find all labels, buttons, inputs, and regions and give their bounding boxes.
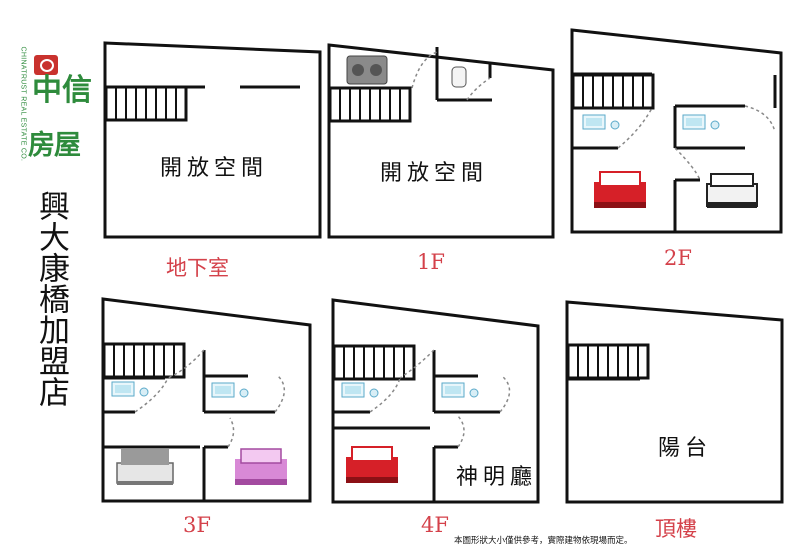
room-label: 開放空間 xyxy=(380,161,488,186)
toilet-icon xyxy=(451,66,467,88)
bed-icon xyxy=(234,448,288,486)
floor-label-basement: 地下室 xyxy=(166,256,229,280)
bed-icon xyxy=(706,173,758,209)
disclaimer: 本圖形狀大小僅供參考，實際建物依現場而定。 xyxy=(454,536,633,546)
bed-icon xyxy=(593,171,647,209)
floorplan-4f xyxy=(331,298,540,504)
floorplan-basement xyxy=(103,41,322,239)
floor-label-1f: 1F xyxy=(417,250,445,274)
store-name: 興大康橋加盟店 xyxy=(33,190,69,407)
brand-name-line1: 中信 xyxy=(32,73,92,108)
room-label: 開放空間 xyxy=(160,156,268,181)
brand-name-line2: 房屋 xyxy=(28,130,81,161)
room-label: 陽台 xyxy=(658,436,712,461)
floor-label-2f: 2F xyxy=(664,246,692,270)
bed-icon xyxy=(345,446,399,484)
floor-label-rooftop: 頂樓 xyxy=(655,517,697,541)
floorplan-rooftop xyxy=(565,300,784,504)
bed-icon xyxy=(116,448,174,486)
floor-label-4f: 4F xyxy=(421,513,449,537)
floor-label-3f: 3F xyxy=(183,513,211,537)
logo-mark-icon xyxy=(34,55,58,75)
brand-logo: CHINATRUST REAL ESTATE CO. 中信 房屋 xyxy=(14,47,98,168)
stove-icon xyxy=(346,55,388,85)
room-label: 神明廳 xyxy=(456,465,537,490)
